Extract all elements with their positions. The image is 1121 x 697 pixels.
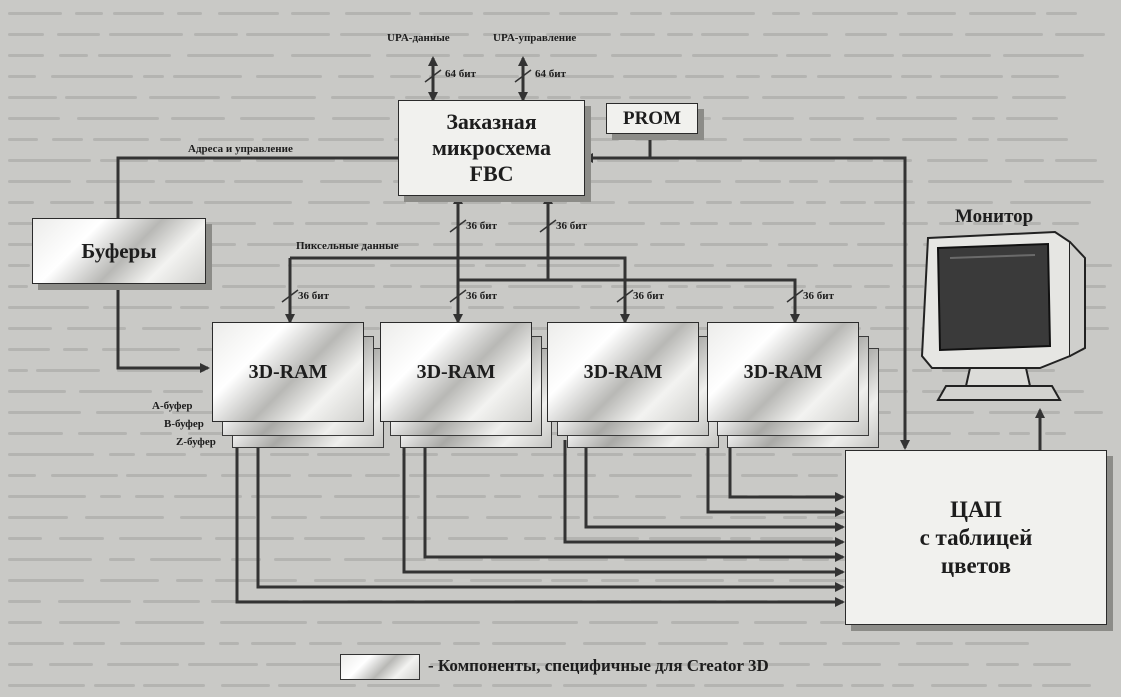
fbc-label-line2: микросхема [432,135,551,161]
dac-label-line1: ЦАП [950,496,1002,524]
pixel-data-label: Пиксельные данные [296,240,399,252]
monitor-label: Монитор [955,206,1033,228]
ram-chip-3-label: 3D-RAM [584,361,663,384]
width-36-label-3: 36 бит [298,290,329,302]
fbc-chip-box: Заказная микросхема FBC [398,100,585,196]
fbc-label-line3: FBC [470,161,514,187]
width-36-label-1: 36 бит [466,220,497,232]
width-36-label-6: 36 бит [803,290,834,302]
upa-data-width-label: 64 бит [445,68,476,80]
ram-chip-3: 3D-RAM [547,322,699,422]
fbc-label-line1: Заказная [446,109,536,135]
address-control-label: Адреса и управление [188,143,293,155]
b-buffer-label: В-буфер [164,418,204,430]
ram-output-lines [237,440,843,602]
dac-label-line2: с таблицей [920,524,1033,552]
width-36-label-5: 36 бит [633,290,664,302]
z-buffer-label: Z-буфер [176,436,216,448]
ram-chip-4: 3D-RAM [707,322,859,422]
prom-box: PROM [606,103,698,134]
a-buffer-label: А-буфер [152,400,193,412]
buffers-to-ram-link [118,284,208,368]
address-control-link [118,158,398,218]
ram-chip-1-label: 3D-RAM [249,361,328,384]
upa-control-label: UPA-управление [493,32,576,44]
upa-control-width-label: 64 бит [535,68,566,80]
upa-data-label: UPA-данные [387,32,450,44]
width-36-label-2: 36 бит [556,220,587,232]
buffers-box: Буферы [32,218,206,284]
ram-chip-2-label: 3D-RAM [417,361,496,384]
ram-chip-1: 3D-RAM [212,322,364,422]
monitor-icon [910,228,1090,406]
dac-box: ЦАП с таблицей цветов [845,450,1107,625]
prom-link [585,134,650,158]
ram-chip-4-label: 3D-RAM [744,361,823,384]
legend-swatch [340,654,420,680]
width-36-label-4: 36 бит [466,290,497,302]
legend-text: - Компоненты, специфичные для Creator 3D [428,656,769,676]
dac-label-line3: цветов [941,552,1011,580]
ram-chip-2: 3D-RAM [380,322,532,422]
